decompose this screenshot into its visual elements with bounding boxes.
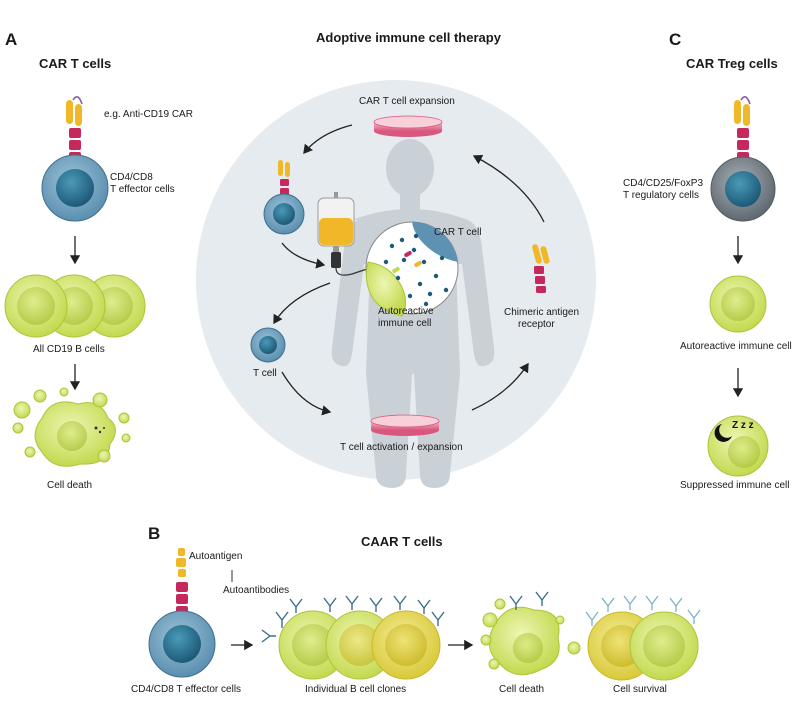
petri-dish-bottom	[370, 414, 440, 436]
antibodies-dying	[509, 591, 549, 610]
panel-a-title: CAR T cells	[39, 56, 112, 71]
survival-label: Cell survival	[613, 684, 667, 695]
t-cell-small	[250, 327, 286, 363]
chimeric-label-2: receptor	[518, 319, 555, 330]
activation-label: T cell activation / expansion	[340, 442, 463, 453]
surviving-cells-group	[587, 611, 699, 681]
chimeric-label-1: Chimeric antigen	[504, 307, 580, 318]
autoreactive-label-1: Autoreactive	[378, 306, 434, 317]
clones-label: Individual B cell clones	[305, 684, 407, 695]
panel-c-title: CAR Treg cells	[686, 56, 778, 71]
antibodies-surviving	[585, 595, 701, 626]
b-cells-group	[4, 274, 146, 338]
autoreactive-label-2: immune cell	[378, 318, 432, 329]
panel-b-letter: B	[148, 524, 161, 543]
chimeric-receptor-icon	[532, 244, 550, 293]
antibodies-clones	[261, 595, 445, 643]
sleep-zzz: Z z z	[732, 420, 754, 431]
t-cell-label: T cell	[253, 368, 277, 379]
magnified-view	[365, 221, 459, 317]
suppressed-label: Suppressed immune cell	[680, 480, 790, 491]
caar-death-label: Cell death	[499, 684, 545, 695]
treg-label-1: CD4/CD25/FoxP3	[623, 178, 704, 189]
caar-effector-label: CD4/CD8 T effector cells	[131, 684, 242, 695]
car-label: e.g. Anti-CD19 CAR	[104, 109, 193, 120]
dying-cell	[12, 387, 131, 467]
caar-receptor-icon	[176, 548, 188, 614]
car-t-cell-label: CAR T cell	[434, 227, 482, 238]
car-receptor-icon	[66, 96, 83, 160]
t-effector-nucleus	[56, 169, 94, 207]
center-title: Adoptive immune cell therapy	[316, 30, 501, 45]
panel-c-letter: C	[669, 30, 682, 49]
autoantigen-label: Autoantigen	[189, 551, 243, 562]
panel-c-art	[707, 96, 776, 477]
effector-label-2: T effector cells	[110, 184, 175, 195]
autoantibodies-label: Autoantibodies	[223, 585, 290, 596]
expansion-label: CAR T cell expansion	[359, 96, 455, 107]
cell-death-label: Cell death	[47, 480, 93, 491]
panel-b-title: CAAR T cells	[361, 534, 443, 549]
center-art	[196, 80, 596, 488]
b-cells-label: All CD19 B cells	[33, 344, 105, 355]
iv-bag-icon	[317, 192, 371, 276]
autoreactive-cell-label: Autoreactive immune cell	[680, 341, 792, 352]
cycle-arrows	[273, 124, 545, 416]
treg-label-2: T regulatory cells	[623, 190, 699, 201]
effector-label-1: CD4/CD8	[110, 172, 153, 183]
caar-dying-cell	[480, 598, 581, 676]
panel-b-art	[148, 548, 701, 681]
panel-a-art	[4, 96, 146, 467]
petri-dish-top	[373, 115, 443, 137]
car-t-cell-small	[263, 160, 305, 235]
treg-car-receptor-icon	[734, 96, 751, 160]
b-cell-clones-group	[278, 610, 441, 680]
moon-icon	[714, 424, 732, 442]
panel-a-letter: A	[5, 30, 18, 49]
